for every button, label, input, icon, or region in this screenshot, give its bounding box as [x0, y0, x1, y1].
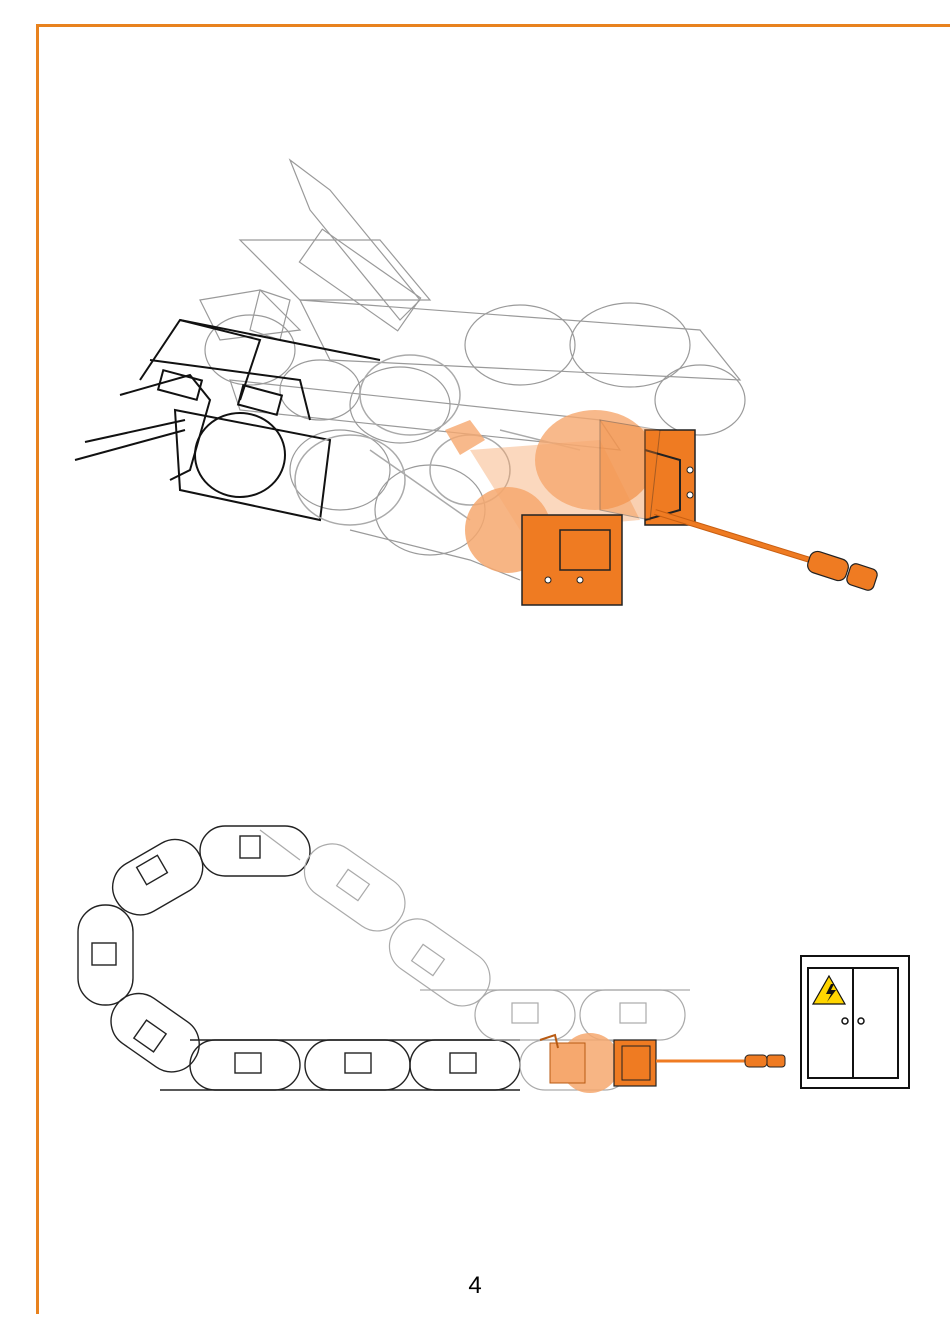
page-number: 4 [0, 1272, 950, 1300]
